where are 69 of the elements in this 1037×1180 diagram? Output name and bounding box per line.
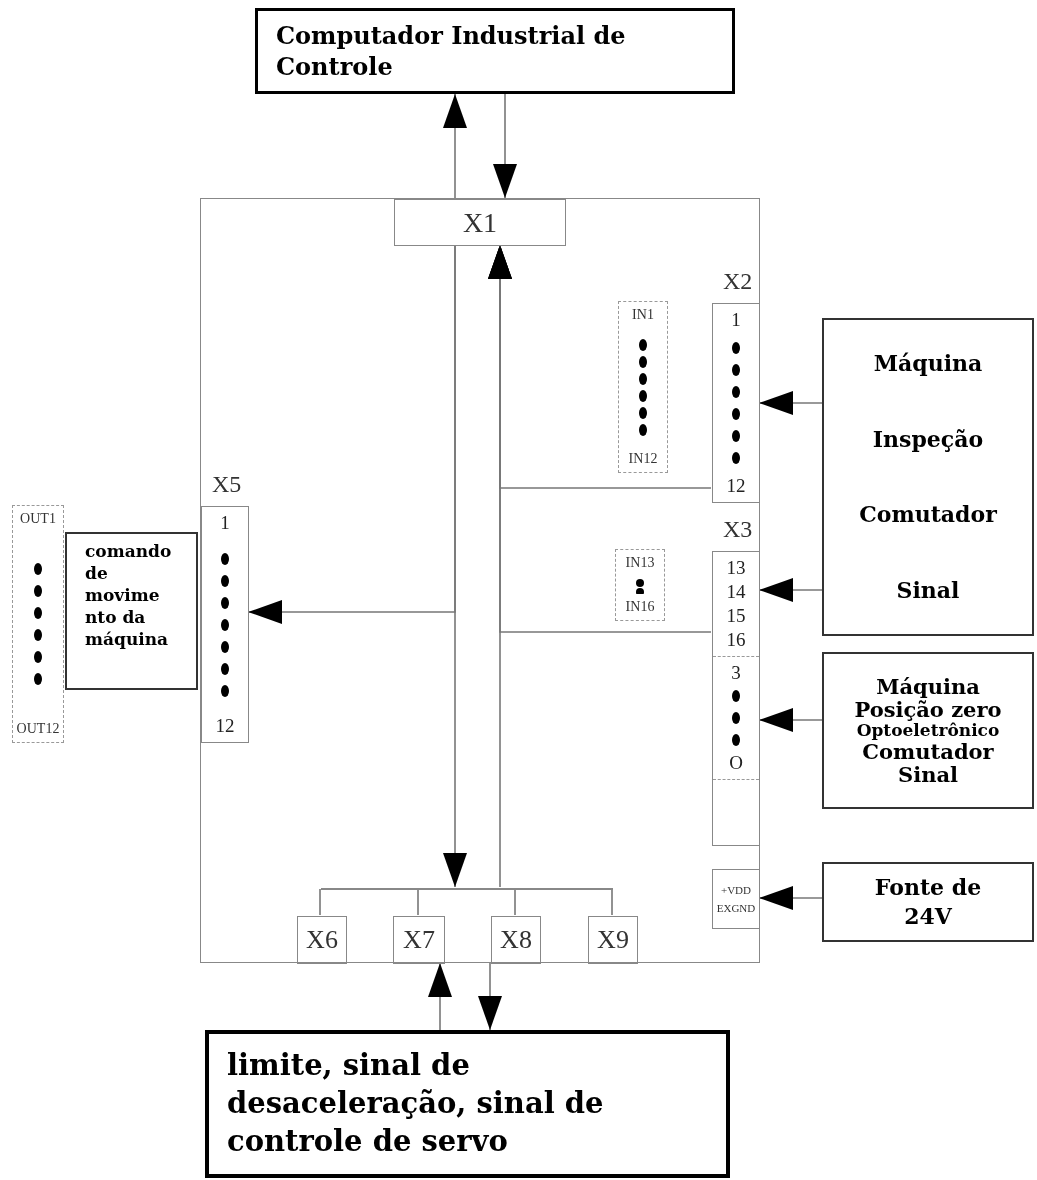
pin-number: O (729, 751, 743, 775)
connector-line (611, 888, 613, 916)
pin-number: 12 (215, 714, 235, 738)
signal-source-box (822, 652, 1034, 809)
pin-number: 14 (726, 580, 746, 604)
connector-line (319, 888, 321, 916)
pin-number: 1 (731, 308, 741, 332)
pin-label: OUT1 (20, 510, 56, 528)
pin-number: 12 (726, 474, 746, 498)
pin-label: EXGND (716, 901, 756, 916)
connector-label: X7 (403, 925, 435, 955)
pin-number: 15 (726, 604, 746, 628)
box-text: Comutador (859, 500, 997, 530)
box-text: Comutador (862, 739, 994, 763)
input-group (615, 549, 665, 621)
box-text: Máquina (873, 349, 983, 379)
computer-box (255, 8, 735, 94)
arrow (443, 93, 467, 199)
connector-line (417, 888, 419, 916)
input-group (618, 301, 668, 473)
box-text: Optoeletrônico (856, 721, 1000, 740)
arrow (758, 708, 823, 732)
signals-box (205, 1030, 730, 1178)
connector-block (588, 916, 638, 964)
power-connector (712, 869, 760, 929)
command-box (65, 532, 198, 690)
arrow (493, 93, 517, 199)
output-group (12, 505, 64, 743)
connector-label: X3 (723, 516, 753, 543)
connector-line (514, 888, 516, 916)
pin-label: IN12 (628, 450, 658, 468)
connector-block (297, 916, 347, 964)
pin-number: 1 (220, 511, 230, 535)
box-text: Inspeção (872, 424, 984, 454)
pin-label: IN1 (632, 306, 654, 324)
signal-source-box (822, 318, 1034, 636)
connector-label: X9 (597, 925, 629, 955)
arrow (428, 962, 452, 1031)
arrow (758, 886, 823, 910)
connector-block (491, 916, 541, 964)
pin-number: 13 (726, 556, 746, 580)
power-supply-box (822, 862, 1034, 942)
box-text: Máquina (876, 674, 980, 699)
pin-label: +VDD (720, 883, 751, 898)
arrow (758, 578, 823, 602)
bus-line (321, 888, 613, 890)
connector-label: X8 (500, 925, 532, 955)
box-text: Sinal (898, 762, 958, 787)
connector-block (394, 199, 566, 246)
arrow (478, 962, 502, 1031)
box-text: Fonte de 24V (873, 873, 983, 931)
box-text: Sinal (896, 575, 960, 605)
box-text: Computador Industrial de Controle (276, 19, 627, 83)
arrow (247, 244, 456, 624)
box-text: comando de movime nto da máquina (85, 540, 173, 651)
connector-label: X5 (212, 471, 242, 498)
pin-number: 16 (726, 628, 746, 652)
connector-label: X2 (723, 268, 753, 295)
connector-label: X1 (462, 206, 498, 239)
connector-block (393, 916, 445, 964)
box-text: limite, sinal de desaceleração, sinal de controle de servo (227, 1047, 605, 1160)
box-text: Posição zero (854, 698, 1002, 722)
pin-label: OUT12 (16, 720, 60, 738)
controller-board (200, 198, 760, 963)
arrow (758, 391, 823, 415)
pin-label: IN16 (625, 598, 655, 616)
connector-label: X6 (306, 925, 338, 955)
pin-number: 3 (731, 661, 741, 685)
pin-label: IN13 (625, 554, 655, 572)
